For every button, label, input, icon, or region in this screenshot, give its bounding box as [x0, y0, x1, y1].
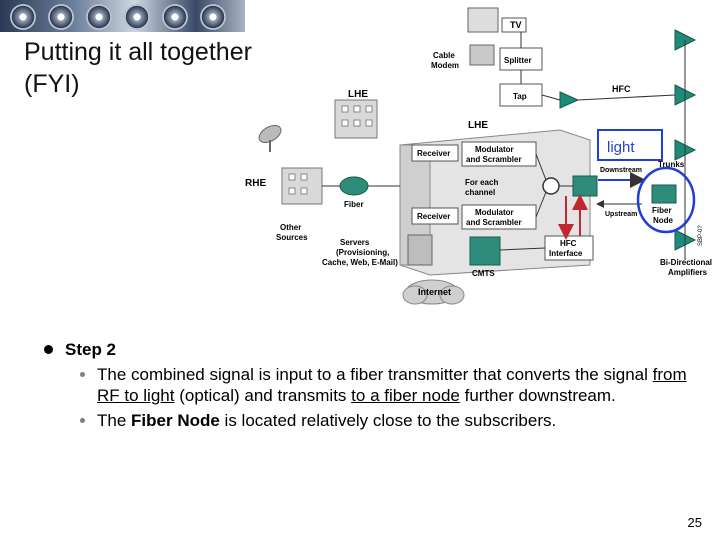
- sub-bullet-dot: [80, 418, 85, 423]
- tv-label-box: [501, 17, 527, 33]
- fiber-node-device: [651, 184, 677, 204]
- hfc-interface-box: [544, 235, 594, 261]
- sub-bullet-dot: [80, 372, 85, 377]
- cmts-device: [469, 236, 501, 266]
- fiber-node-label-1: Fiber: [652, 206, 672, 215]
- internet-label: Internet: [418, 287, 451, 297]
- step-heading: Step 2: [44, 340, 704, 360]
- receiver-box-2: [411, 207, 459, 225]
- downstream-label: Downstream: [600, 167, 642, 174]
- sub-bullet-1-text: The combined signal is input to a fiber …: [97, 365, 687, 405]
- title-line-2: (FYI): [24, 70, 80, 98]
- bold-fiber-node: Fiber Node: [131, 411, 220, 430]
- header-banner-image: [0, 0, 245, 32]
- hfc-label: HFC: [612, 84, 631, 94]
- splitter-label: Splitter: [504, 56, 532, 65]
- combiner-circle: [542, 177, 560, 195]
- other-sources-label-2: Sources: [276, 233, 308, 242]
- fiber-node-label-2: Node: [653, 216, 674, 225]
- modulator-box-1: [461, 141, 537, 167]
- tap-label: Tap: [513, 92, 527, 101]
- fiber-hub-device: [339, 176, 369, 196]
- servers-label-1: Servers: [340, 238, 370, 247]
- modulator-label-2b: and Scrambler: [466, 218, 522, 227]
- fiber-transmitter: [572, 175, 598, 197]
- sub-bullet-1: The combined signal is input to a fiber …: [80, 364, 704, 406]
- bidir-label-1: Bi-Directional: [660, 258, 712, 267]
- underline-rf-to-light: from RF to light: [97, 365, 687, 405]
- hfc-network-diagram: LHE LHE Receiver Modulator and Scrambler…: [245, 7, 712, 305]
- cmts-label: CMTS: [472, 269, 495, 278]
- light-label: light: [607, 139, 635, 156]
- servers-label-2: (Provisioning,: [336, 248, 389, 257]
- tv-label: TV: [510, 20, 522, 30]
- servers-label-3: Cache, Web, E-Mail): [322, 258, 398, 267]
- receiver-box-1: [411, 144, 459, 162]
- receiver-label-1: Receiver: [417, 149, 450, 158]
- trunks-label: Trunks: [658, 160, 685, 169]
- combiner-line-bottom: [535, 191, 547, 218]
- bullet-dot: [44, 345, 53, 354]
- lhe-label: LHE: [468, 120, 488, 131]
- satellite-dish-icon: [258, 124, 282, 152]
- hfc-interface-label-1: HFC: [560, 239, 577, 248]
- modulator-label-1b: and Scrambler: [466, 155, 522, 164]
- modulator-label-1a: Modulator: [475, 145, 514, 154]
- cmts-to-hfc-line: [499, 247, 546, 251]
- cable-modem-icon: [469, 44, 495, 66]
- tap-to-amp-line: [541, 94, 561, 101]
- modulator-label-2a: Modulator: [475, 208, 514, 217]
- upstream-label: Upstream: [605, 211, 637, 218]
- cable-modem-label-2: Modem: [431, 61, 459, 70]
- lhe-top-label: LHE: [348, 89, 368, 100]
- hfc-interface-label-2: Interface: [549, 249, 583, 258]
- sub-bullet-2: The Fiber Node is located relatively clo…: [80, 410, 704, 431]
- lhe-building-small: [334, 99, 378, 139]
- step-label: Step 2: [65, 340, 117, 359]
- fiber-node-highlight-circle: [636, 166, 696, 234]
- page-number: 25: [687, 515, 702, 530]
- other-sources-label-1: Other: [280, 223, 301, 232]
- receiver-label-2: Receiver: [417, 212, 450, 221]
- figure-code: SBP-0?: [698, 225, 704, 246]
- title-line-1: Putting it all together: [24, 38, 252, 66]
- rhe-label: RHE: [245, 178, 266, 189]
- slide-title: Putting it all together (FYI): [24, 36, 252, 100]
- bidir-label-2: Amplifiers: [668, 268, 708, 277]
- step-bullets: Step 2 The combined signal is input to a…: [44, 340, 704, 431]
- underline-fiber-node: to a fiber node: [351, 386, 460, 405]
- tv-icon: [467, 7, 499, 33]
- combiner-line-top: [535, 153, 547, 181]
- for-each-label-1: For each: [465, 178, 498, 187]
- light-callout-box: [597, 129, 663, 161]
- fiber-label: Fiber: [344, 200, 364, 209]
- rhe-building: [281, 167, 323, 205]
- internet-cloud: [402, 279, 465, 305]
- hfc-trunk-line: [577, 94, 676, 101]
- servers-rack: [407, 234, 433, 266]
- cable-modem-label-1: Cable: [433, 51, 455, 60]
- modulator-box-2: [461, 204, 537, 230]
- sub-bullet-2-text: The Fiber Node is located relatively clo…: [97, 411, 557, 430]
- for-each-label-2: channel: [465, 188, 495, 197]
